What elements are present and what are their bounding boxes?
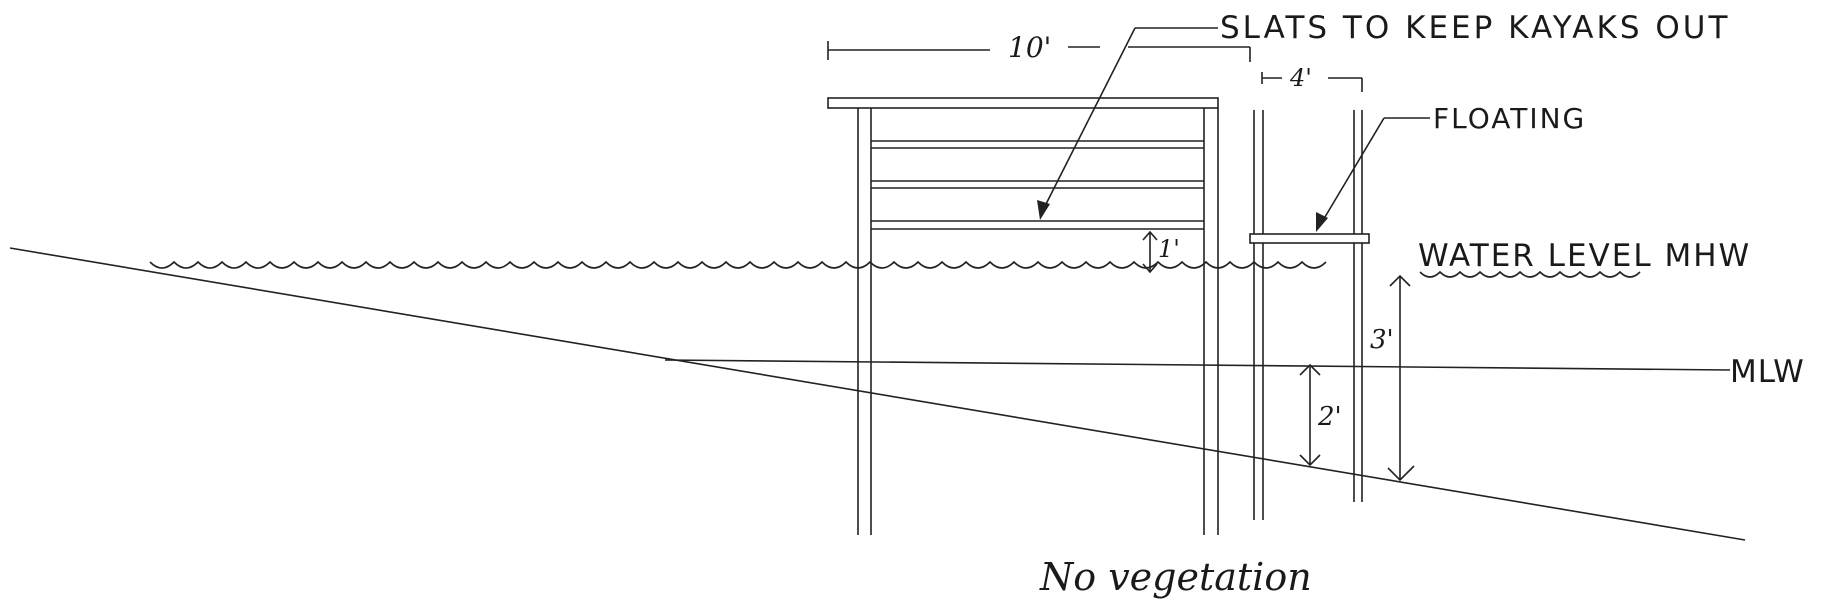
dimension-4ft [1261,72,1363,92]
water-level-label: WATER LEVEL MHW [1418,238,1751,274]
dimension-3ft [1387,274,1415,482]
dimension-1ft [1142,230,1158,274]
dock-deck [827,97,1219,109]
floating-leader-diagonal [1321,117,1385,223]
dimension-10ft-label: 10' [1008,31,1051,64]
slats-label: SLATS TO KEEP KAYAKS OUT [1220,10,1730,46]
slats-leader-diagonal [1043,27,1136,209]
floating-arrow-head [1316,212,1328,232]
water-surface-waves [149,260,1327,269]
water-surface-waves-right [1419,270,1641,278]
dimension-3ft-label: 3' [1370,325,1394,355]
dimension-2ft [1299,363,1321,467]
mlw-label: MLW [1730,354,1805,390]
dimension-1ft-label: 1' [1158,235,1180,263]
seabed-line [9,247,1746,541]
floating-label: FLOATING [1433,102,1586,135]
dimension-4ft-label: 4' [1289,64,1312,92]
dimension-2ft-label: 2' [1317,402,1342,432]
mlw-line [664,359,1731,371]
floating-platform [1249,233,1370,244]
slats-arrow-head [1037,200,1050,220]
no-vegetation-note: No vegetation [1039,555,1312,599]
slats [871,140,1204,230]
dimension-10ft [827,41,1251,62]
